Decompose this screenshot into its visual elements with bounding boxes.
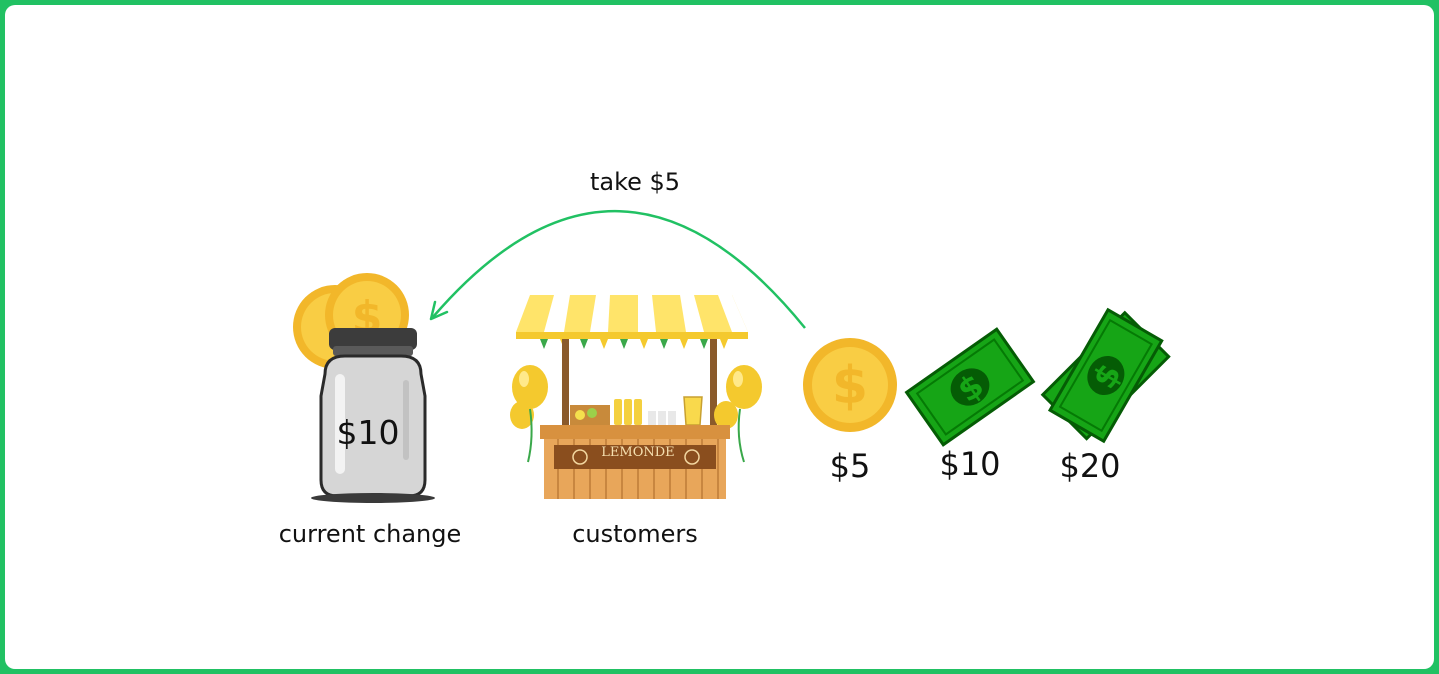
arrow-head xyxy=(429,300,449,321)
double-bill-icon: $ xyxy=(1040,307,1171,444)
balloon-left xyxy=(510,365,548,463)
change-jar-icon: $ xyxy=(293,273,435,503)
arrow-curve xyxy=(432,209,806,329)
queue-amount-5: $5 xyxy=(829,447,871,485)
lemonade-stand-icon xyxy=(510,295,762,499)
diagram-canvas: take $5 $ $10 current change xyxy=(5,5,1434,669)
svg-text:$: $ xyxy=(832,356,868,416)
coin-icon: $ xyxy=(803,338,897,432)
stand-caption: customers xyxy=(572,520,698,548)
jar-caption: current change xyxy=(278,520,462,548)
bunting xyxy=(540,339,728,349)
stand-sign: LEMONDE xyxy=(601,445,675,460)
awning xyxy=(516,295,748,339)
take-arrow xyxy=(429,209,806,329)
bill-icon: $ xyxy=(904,327,1036,447)
jar-amount: $10 xyxy=(336,413,400,452)
arrow-label: take $5 xyxy=(589,168,681,196)
balloon-right xyxy=(714,365,762,463)
queue-amount-10: $10 xyxy=(939,445,1001,483)
queue-amount-20: $20 xyxy=(1059,447,1121,485)
